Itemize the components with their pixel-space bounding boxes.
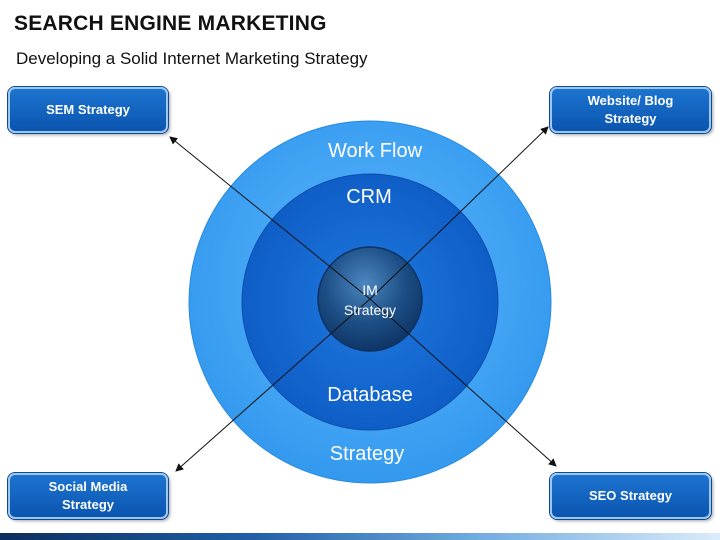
social-media-strategy-box: Social Media Strategy: [8, 473, 168, 519]
arrow-to-social-media-strategy: [175, 298, 371, 472]
ring-label-crm: CRM: [346, 186, 392, 208]
arrow-to-sem-strategy: [169, 136, 371, 300]
seo-strategy-box: SEO Strategy: [550, 473, 711, 519]
core-label: IM Strategy: [319, 280, 421, 320]
website-blog-label-line1: Website/ Blog: [587, 93, 674, 108]
ring-label-work-flow: Work Flow: [327, 140, 423, 162]
arrow-to-seo-strategy: [369, 298, 557, 467]
ring-label-database: Database: [327, 384, 413, 406]
website-blog-label-line2: Strategy: [604, 111, 657, 126]
sem-strategy-label: SEM Strategy: [46, 102, 130, 117]
social-media-label-line2: Strategy: [61, 497, 115, 512]
core-label-line2: Strategy: [343, 302, 397, 318]
arrow-to-website-blog-strategy: [369, 126, 549, 300]
sem-strategy-box: SEM Strategy: [8, 87, 168, 133]
core-label-line1: IM: [362, 282, 378, 298]
social-media-label-line1: Social Media: [48, 479, 128, 494]
seo-strategy-label: SEO Strategy: [588, 488, 673, 503]
footer-gradient-bar: [0, 533, 720, 540]
ring-label-strategy: Strategy: [329, 443, 405, 465]
page-subtitle: Developing a Solid Internet Marketing St…: [16, 49, 368, 68]
website-blog-strategy-box: Website/ Blog Strategy: [550, 87, 711, 133]
page-title: SEARCH ENGINE MARKETING: [14, 12, 327, 35]
